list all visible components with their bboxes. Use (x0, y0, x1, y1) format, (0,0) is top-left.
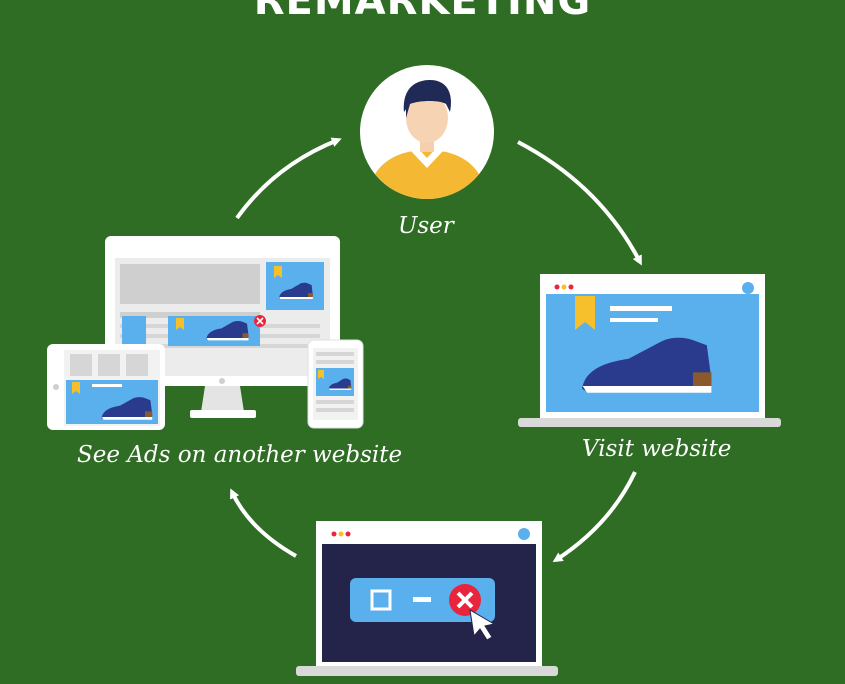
visit-website-laptop-icon (518, 274, 781, 427)
step-label-visit-website: Visit website (582, 436, 732, 462)
arrow-user-to-visit (517, 140, 642, 266)
devices-tablet-icon (47, 344, 165, 430)
arrow-visit-to-close (552, 471, 637, 563)
devices-monitor-icon (105, 236, 340, 418)
user-avatar-icon (360, 65, 494, 199)
diagram-title: REMARKETING (253, 0, 592, 24)
arrow-ads-to-user (235, 137, 342, 220)
close-ad-laptop-icon (296, 521, 558, 676)
step-label-user: User (398, 213, 454, 239)
arrow-close-to-ads (230, 488, 297, 558)
devices-phone-icon (307, 339, 364, 429)
step-label-see-ads: See Ads on another website (77, 442, 403, 468)
